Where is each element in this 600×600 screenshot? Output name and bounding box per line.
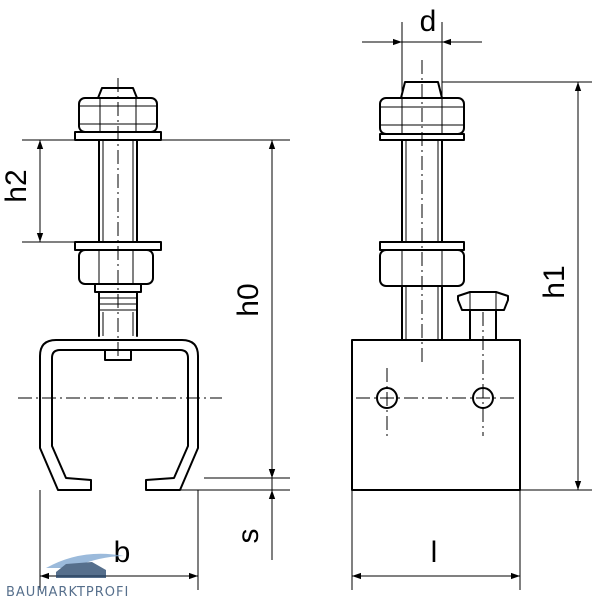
- watermark-text: BAUMARKTPROFI: [6, 585, 129, 600]
- side-shank: [401, 285, 443, 341]
- dimension-d: d: [362, 5, 482, 98]
- side-small-bolt: [457, 291, 509, 341]
- side-threaded-rod: [401, 139, 443, 243]
- dimension-s: s: [176, 448, 290, 560]
- dimension-h2: h2: [0, 139, 99, 243]
- label-h1: h1: [538, 265, 571, 298]
- label-h0: h0: [232, 283, 265, 316]
- front-view: [18, 78, 222, 590]
- dimension-h1: h1: [442, 81, 592, 491]
- front-shank: [98, 291, 138, 337]
- label-l: l: [431, 536, 438, 569]
- dimension-h0: h0: [161, 139, 290, 479]
- label-h2: h2: [0, 169, 33, 202]
- front-threaded-rod: [98, 139, 138, 243]
- side-view: [351, 60, 521, 590]
- watermark-car-icon: [56, 562, 106, 578]
- label-d: d: [420, 5, 437, 38]
- watermark-logo: BAUMARKTPROFI: [6, 553, 129, 600]
- label-b: b: [114, 536, 131, 569]
- dimension-l: l: [352, 536, 520, 580]
- label-s: s: [232, 529, 265, 544]
